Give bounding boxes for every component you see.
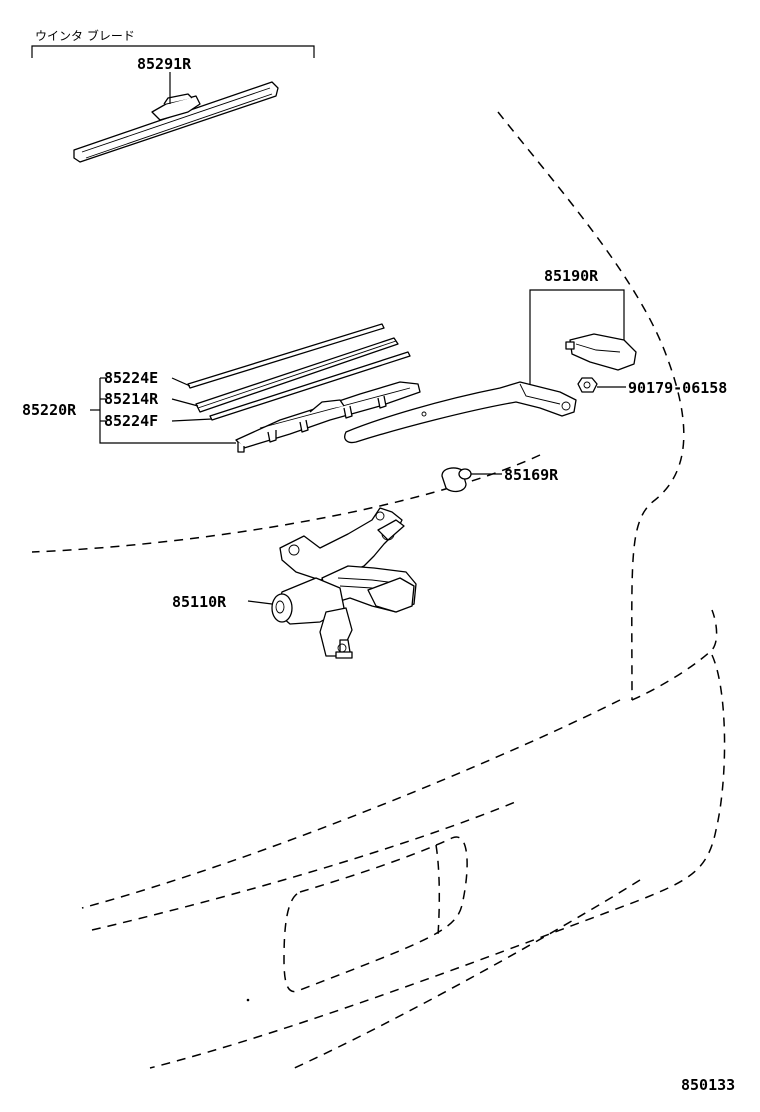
part-label-85224f: 85224F [104, 412, 158, 430]
grommet-drawing [441, 467, 502, 493]
wiper-arm-drawing [344, 381, 577, 444]
wiper-motor-drawing [247, 507, 417, 659]
rubber-strip-85224e [171, 323, 385, 389]
part-label-85190r: 85190R [544, 267, 599, 285]
part-label-85110r: 85110R [172, 593, 227, 611]
arm-bracket [529, 289, 625, 388]
rubber-strip-85224f [171, 351, 411, 422]
group-bracket [31, 45, 315, 58]
part-label-85214r: 85214R [104, 390, 159, 408]
part-label-85291r: 85291R [137, 55, 192, 73]
group-label: ウインタ ブレード [35, 28, 135, 43]
part-label-85220r: 85220R [22, 401, 77, 419]
blade-frame-drawing [235, 381, 421, 453]
arm-cap-drawing [565, 333, 637, 371]
assembly-bracket [90, 377, 236, 444]
rubber-strip-85214r [171, 337, 399, 413]
part-label-85169r: 85169R [504, 466, 559, 484]
part-label-90179-06158: 90179-06158 [628, 379, 727, 397]
figure-number: 850133 [681, 1076, 735, 1094]
vehicle-body-outline [31, 111, 726, 1071]
nut-drawing [577, 377, 626, 393]
part-label-85224e: 85224E [104, 369, 158, 387]
winter-blade-drawing [73, 72, 279, 163]
